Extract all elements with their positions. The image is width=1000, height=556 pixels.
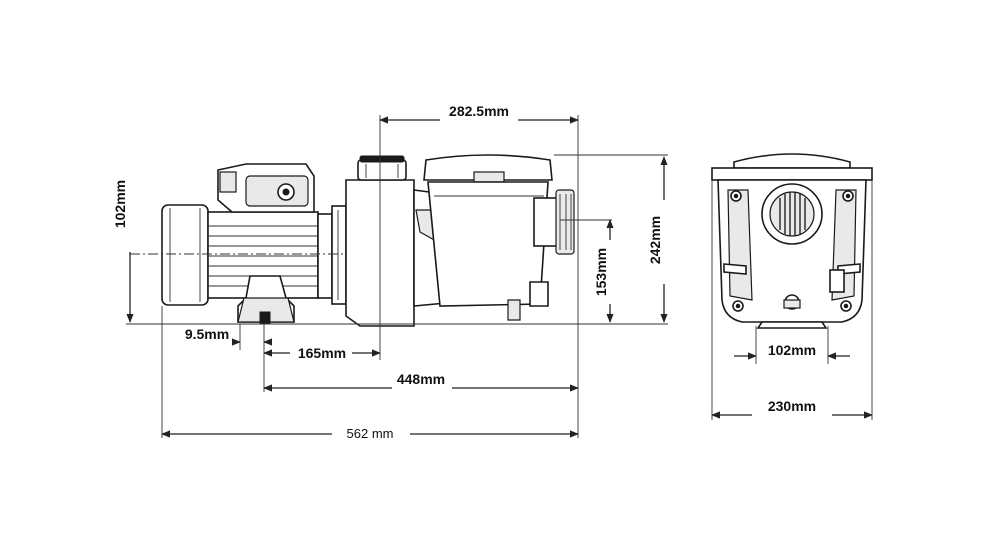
- dim-top-width-label: 282.5mm: [449, 103, 509, 119]
- extension-lines: [126, 115, 668, 438]
- side-view: [130, 154, 612, 327]
- dim-end-foot-width: 102mm: [734, 342, 850, 360]
- dim-inlet-span: 448mm: [263, 371, 579, 392]
- dim-left-height: 102mm: [112, 180, 134, 323]
- dim-overall-length: 562 mm: [161, 426, 579, 441]
- end-view-lid: [733, 153, 851, 169]
- dim-inlet-span-label: 448mm: [397, 371, 445, 387]
- drain-plug: [783, 294, 801, 310]
- housing-screws: [730, 190, 854, 312]
- dim-overall-length-label: 562 mm: [347, 426, 394, 441]
- strainer-basket: [423, 154, 553, 321]
- dim-inner-height: 153mm: [593, 219, 614, 323]
- dim-foot-offset-label: 9.5mm: [185, 326, 229, 342]
- outlet-port: [357, 155, 407, 181]
- dim-shaft-offset-label: 165mm: [298, 345, 346, 361]
- dim-end-overall-width-label: 230mm: [768, 398, 816, 414]
- terminal-box: [217, 163, 315, 213]
- mounting-foot: [237, 275, 295, 325]
- end-view-housing: [717, 179, 867, 323]
- motor-end-cap: [161, 204, 209, 306]
- dim-top-width: 282.5mm: [379, 103, 579, 124]
- end-view-base: [756, 321, 828, 329]
- inlet-grille: [761, 183, 823, 245]
- dim-outer-height-label: 242mm: [647, 216, 663, 264]
- dim-left-height-label: 102mm: [112, 180, 128, 228]
- dim-foot-offset: 9.5mm: [185, 326, 273, 346]
- dim-end-foot-width-label: 102mm: [768, 342, 816, 358]
- motor-flange: [317, 205, 347, 305]
- dim-inner-height-label: 153mm: [593, 248, 609, 296]
- dim-shaft-offset: 165mm: [263, 345, 381, 361]
- end-view-lid-rim: [711, 167, 873, 181]
- dim-end-overall-width: 230mm: [711, 398, 873, 419]
- inlet-port: [533, 189, 575, 255]
- end-view: [711, 153, 873, 329]
- dim-outer-height: 242mm: [647, 156, 668, 323]
